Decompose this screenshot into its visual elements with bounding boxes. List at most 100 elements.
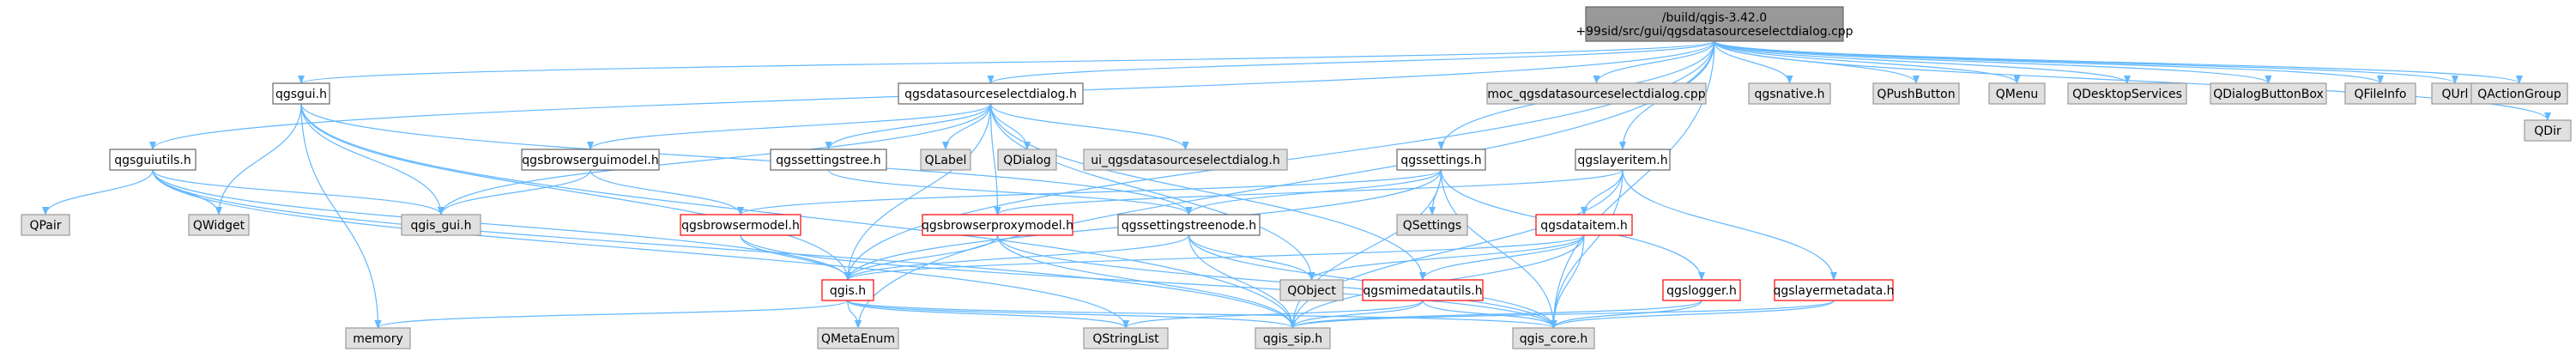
node-qgis[interactable]: qgis.h bbox=[821, 279, 874, 301]
edge bbox=[989, 103, 1031, 150]
edge bbox=[1714, 40, 2551, 121]
edge-qgsguiutils-to-qgis_gui bbox=[152, 169, 444, 215]
node-box bbox=[920, 149, 971, 171]
node-box bbox=[1662, 279, 1741, 301]
node-moc[interactable]: moc_qgsdatasourceselectdialog.cpp bbox=[1486, 82, 1707, 105]
edge bbox=[587, 103, 992, 150]
node-QStringList[interactable]: QStringList bbox=[1083, 327, 1169, 349]
edge bbox=[1308, 234, 1585, 281]
edge bbox=[300, 103, 444, 215]
node-label: qgsdataitem.h bbox=[1540, 219, 1628, 233]
node-box bbox=[401, 214, 481, 236]
node-label: /build/qgis-3.42.0 bbox=[1662, 11, 1767, 25]
node-qgsguiutils[interactable]: qgsguiutils.h bbox=[109, 149, 197, 171]
node-QWidget[interactable]: QWidget bbox=[188, 214, 250, 236]
node-QLabel[interactable]: QLabel bbox=[920, 149, 971, 171]
node-box bbox=[1083, 149, 1288, 171]
edge-qgslayeritem-to-qgis_core bbox=[1550, 169, 1624, 329]
node-label: qgssettings.h bbox=[1400, 154, 1481, 167]
node-ui_dlg[interactable]: ui_qgsdatasourceselectdialog.h bbox=[1083, 149, 1288, 171]
edge-qgsgui-to-qgis bbox=[300, 103, 851, 281]
node-box bbox=[21, 214, 70, 236]
edge-qgssettingstreenode-to-qgis_sip bbox=[1188, 234, 1297, 329]
node-label: memory bbox=[353, 332, 403, 346]
node-box bbox=[1255, 327, 1331, 349]
node-qgsmimedatautils[interactable]: qgsmimedatautils.h bbox=[1362, 279, 1484, 301]
node-label: QDesktopServices bbox=[2072, 88, 2182, 101]
edge-qgsdatasourceselectdialog-to-qgsbrowserproxymodel bbox=[989, 103, 1001, 215]
edge bbox=[847, 300, 1557, 329]
node-qgslayeritem[interactable]: qgslayeritem.h bbox=[1575, 149, 1671, 171]
edge-root-to-QMenu bbox=[1714, 40, 2021, 84]
edge bbox=[1714, 40, 2131, 84]
node-label: moc_qgsdatasourceselectdialog.cpp bbox=[1487, 88, 1705, 101]
node-qgis_gui[interactable]: qgis_gui.h bbox=[401, 214, 481, 236]
node-label: qgsguiutils.h bbox=[114, 154, 190, 167]
node-root[interactable]: /build/qgis-3.42.0+99sid/src/gui/qgsdata… bbox=[1575, 6, 1853, 42]
edge bbox=[590, 169, 744, 215]
edge bbox=[1550, 300, 1835, 329]
node-box bbox=[1396, 149, 1486, 171]
node-QMenu[interactable]: QMenu bbox=[1988, 82, 2046, 105]
node-box bbox=[2524, 119, 2572, 142]
node-qgsgui[interactable]: qgsgui.h bbox=[272, 82, 330, 105]
node-box bbox=[1774, 279, 1894, 301]
node-qgssettings[interactable]: qgssettings.h bbox=[1396, 149, 1486, 171]
node-qgsbrowserguimodel[interactable]: qgsbrowserguimodel.h bbox=[521, 149, 660, 171]
edge bbox=[1289, 169, 1442, 329]
node-box bbox=[188, 214, 250, 236]
node-box bbox=[1396, 214, 1468, 236]
edge-qgsguiutils-to-qgis_sip bbox=[152, 169, 1297, 329]
node-QDialogButtonBox[interactable]: QDialogButtonBox bbox=[2210, 82, 2327, 105]
edge bbox=[989, 103, 1315, 281]
node-QPair[interactable]: QPair bbox=[21, 214, 70, 236]
node-label: QActionGroup bbox=[2477, 88, 2561, 101]
node-qgsdataitem[interactable]: qgsdataitem.h bbox=[1535, 214, 1633, 236]
node-qgslogger[interactable]: qgslogger.h bbox=[1662, 279, 1741, 301]
edge-qgsguiutils-to-qgis bbox=[152, 169, 851, 281]
node-QPushButton[interactable]: QPushButton bbox=[1872, 82, 1960, 105]
node-memory[interactable]: memory bbox=[345, 327, 411, 349]
node-QObject[interactable]: QObject bbox=[1279, 279, 1344, 301]
edge bbox=[42, 169, 154, 215]
node-qgsbrowsermodel[interactable]: qgsbrowsermodel.h bbox=[680, 214, 801, 236]
node-QSettings[interactable]: QSettings bbox=[1396, 214, 1468, 236]
edge-root-to-moc bbox=[1593, 40, 1715, 84]
edge bbox=[987, 40, 1715, 84]
node-box bbox=[272, 82, 330, 105]
node-QMetaEnum[interactable]: QMetaEnum bbox=[817, 327, 899, 349]
node-label: qgsmimedatautils.h bbox=[1363, 284, 1482, 298]
node-box bbox=[109, 149, 197, 171]
node-label: qgsgui.h bbox=[275, 88, 327, 101]
node-qgis_core[interactable]: qgis_core.h bbox=[1512, 327, 1595, 349]
edge-qgsguiutils-to-QPair bbox=[42, 169, 154, 215]
node-box bbox=[898, 82, 1084, 105]
node-QActionGroup[interactable]: QActionGroup bbox=[2470, 82, 2568, 105]
node-qgis_sip[interactable]: qgis_sip.h bbox=[1255, 327, 1331, 349]
edge bbox=[989, 103, 1001, 215]
node-QDialog[interactable]: QDialog bbox=[997, 149, 1057, 171]
node-label: qgssettingstree.h bbox=[776, 154, 880, 167]
node-label: qgis_gui.h bbox=[411, 219, 472, 233]
edge-qgslayermetadata-to-qgis_core bbox=[1550, 300, 1835, 329]
node-QFileInfo[interactable]: QFileInfo bbox=[2344, 82, 2416, 105]
node-box bbox=[1512, 327, 1595, 349]
node-qgsnative[interactable]: qgsnative.h bbox=[1748, 82, 1831, 105]
node-label: QPushButton bbox=[1877, 88, 1955, 101]
node-qgssettingstree[interactable]: qgssettingstree.h bbox=[770, 149, 887, 171]
edge bbox=[1714, 40, 2021, 84]
node-QUrl[interactable]: QUrl bbox=[2431, 82, 2479, 105]
node-label: QMenu bbox=[1996, 88, 2038, 101]
node-qgsbrowserproxymodel[interactable]: qgsbrowserproxymodel.h bbox=[922, 214, 1073, 236]
edge-qgssettings-to-qgis_sip bbox=[1289, 169, 1442, 329]
node-qgssettingstreenode[interactable]: qgssettingstreenode.h bbox=[1117, 214, 1261, 236]
edge bbox=[374, 300, 849, 329]
edge-qgsdatasourceselectdialog-to-qgis bbox=[844, 103, 992, 281]
node-qgslayermetadata[interactable]: qgslayermetadata.h bbox=[1773, 279, 1895, 301]
node-QDesktopServices[interactable]: QDesktopServices bbox=[2067, 82, 2187, 105]
node-label: QWidget bbox=[193, 219, 245, 233]
node-QDir[interactable]: QDir bbox=[2524, 119, 2572, 142]
node-qgsdatasourceselectdialog[interactable]: qgsdatasourceselectdialog.h bbox=[898, 82, 1084, 105]
edge bbox=[1550, 169, 1624, 329]
